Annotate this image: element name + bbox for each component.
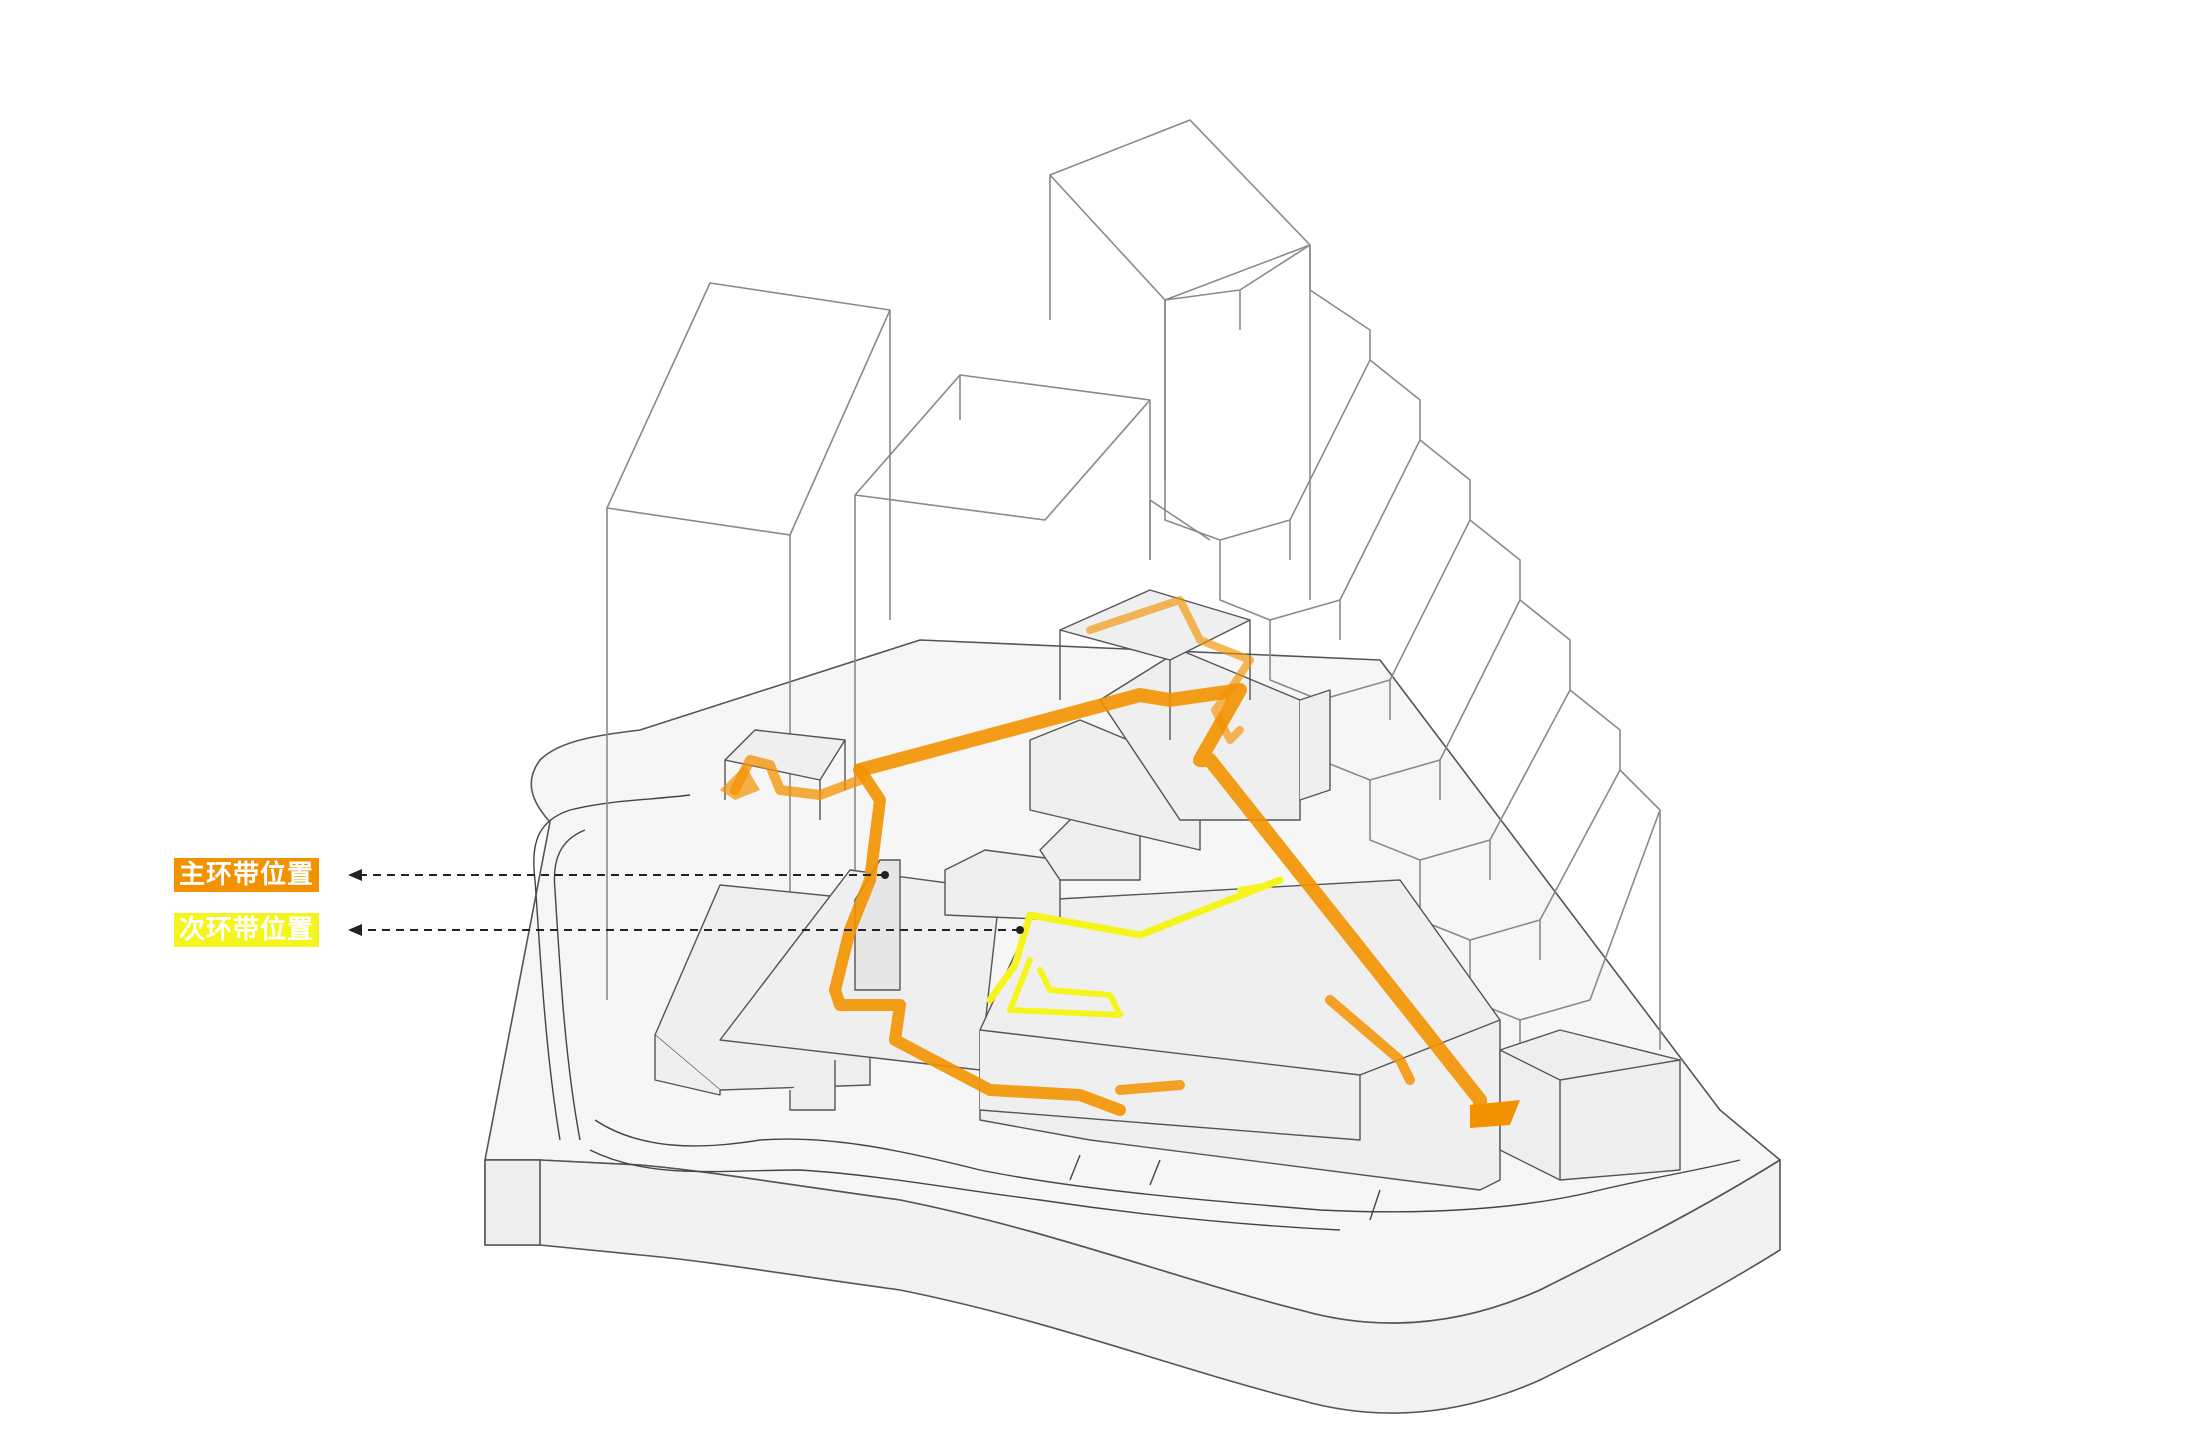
callout-arrows	[348, 869, 1024, 936]
sub-loop-route	[986, 876, 1284, 1018]
sub-loop-arrowhead	[348, 924, 362, 936]
main-loop-pad-left	[720, 765, 760, 800]
main-loop-path	[1115, 995, 1415, 1095]
main-loop-roof-right	[1086, 596, 1254, 744]
sub-loop-path	[986, 876, 1284, 1004]
main-loop-end-pad	[1470, 1100, 1520, 1128]
sub-loop-anchor-dot	[1016, 926, 1024, 934]
site-road-lines	[533, 794, 1741, 1231]
main-loop-path	[829, 764, 1126, 1116]
main-loop-arrowhead	[348, 869, 362, 881]
sub-loop-path	[1237, 882, 1273, 893]
main-loop-route	[720, 596, 1520, 1128]
main-loop-anchor-dot	[881, 871, 889, 879]
main-loop-roof-left	[730, 755, 865, 800]
background-towers	[606, 119, 1661, 1160]
main-loop-legend-label: 主环带位置	[174, 858, 320, 892]
sub-loop-path	[1007, 957, 1123, 1018]
sub-loop-legend-label: 次环带位置	[174, 913, 320, 947]
